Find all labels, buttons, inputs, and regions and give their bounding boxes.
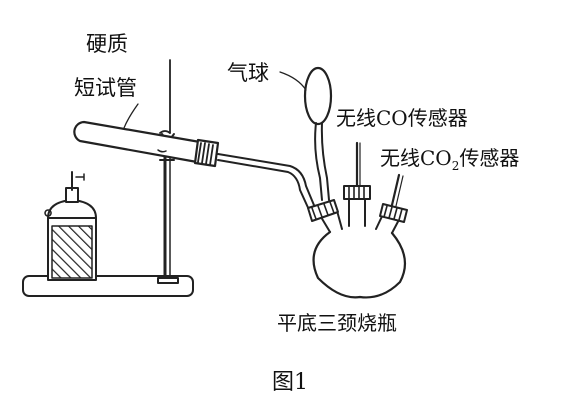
co-sensor-label: 无线CO传感器 [336, 106, 468, 130]
leader-lines [123, 71, 307, 129]
hard-test-tube [73, 120, 220, 168]
figure-caption: 图1 [272, 370, 308, 395]
alcohol-lamp [44, 171, 97, 281]
co2-sensor-label: 无线CO2传感器 [380, 148, 519, 172]
three-neck-flask [307, 141, 408, 299]
co2-sensor-subscript: 2 [451, 159, 460, 173]
co2-sensor-suffix: 传感器 [459, 146, 520, 170]
balloon [303, 66, 333, 201]
tube-label-line2: 短试管 [74, 76, 137, 100]
balloon-label: 气球 [227, 61, 269, 85]
flask-label: 平底三颈烧瓶 [277, 311, 397, 335]
tube-label-line1: 硬质 [86, 32, 128, 56]
connecting-tube [217, 153, 317, 213]
co2-sensor-prefix: 无线CO [380, 146, 452, 170]
